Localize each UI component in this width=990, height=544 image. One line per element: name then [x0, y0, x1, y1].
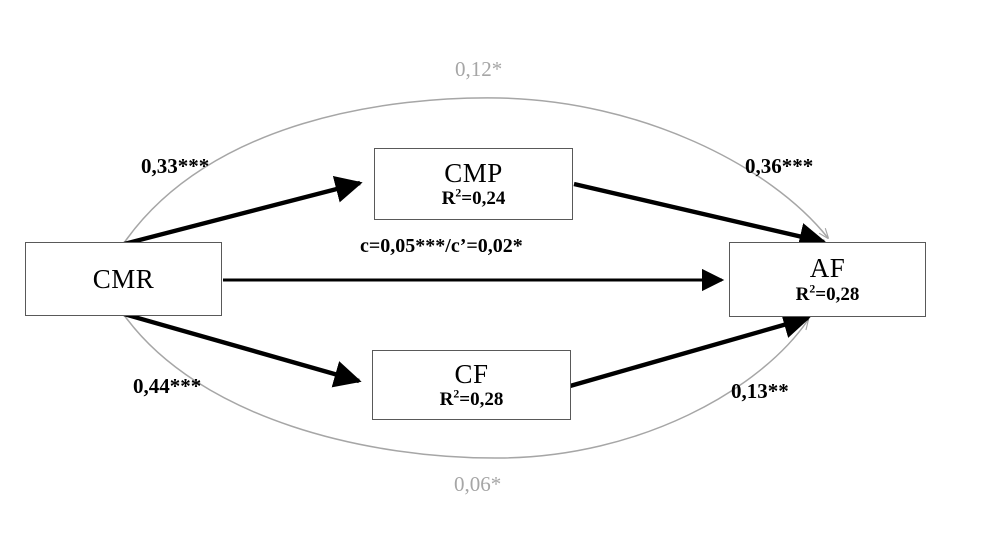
edge-label-cf-af: 0,13** [731, 379, 789, 403]
edge-label-cmr-cf: 0,44*** [133, 374, 202, 398]
r2-value: =0,24 [461, 188, 506, 210]
r2-value: =0,28 [459, 389, 504, 411]
node-cmp-r2: R2=0,24 [441, 186, 506, 210]
edge-label-cmp-af: 0,36*** [745, 154, 814, 178]
r2-prefix: R [441, 188, 456, 210]
node-af-r2: R2=0,28 [795, 282, 860, 305]
path-cf-af [569, 311, 811, 389]
path-cmr-cmp [123, 175, 363, 247]
node-af[interactable]: AF R2=0,28 [729, 242, 926, 317]
r2-exponent: 2 [455, 186, 462, 200]
node-cf[interactable]: CF R2=0,28 [372, 350, 571, 420]
edge-label-cmr-af-direct: c=0,05***/c’=0,02* [360, 235, 523, 257]
node-cmr-label: CMR [92, 263, 155, 294]
node-cf-label: CF [454, 358, 489, 389]
r2-prefix: R [795, 283, 810, 305]
path-cmr-af-upper [123, 97, 828, 244]
r2-value: =0,28 [815, 283, 860, 305]
node-cmr[interactable]: CMR [25, 242, 222, 316]
node-cf-r2: R2=0,28 [439, 387, 504, 411]
r2-prefix: R [439, 389, 454, 411]
r2-exponent: 2 [453, 387, 460, 401]
node-cmp-label: CMP [444, 157, 503, 188]
path-cmp-af [573, 181, 827, 250]
r2-exponent: 2 [809, 282, 816, 296]
path-cmr-af-lower [123, 314, 808, 459]
edge-label-cmr-cmp: 0,33*** [141, 154, 210, 178]
path-cmr-cf [123, 311, 362, 388]
node-af-label: AF [809, 253, 846, 284]
edge-label-cmr-af-lower: 0,06* [454, 472, 502, 496]
node-cmp[interactable]: CMP R2=0,24 [374, 148, 573, 220]
edge-label-cmr-af-upper: 0,12* [455, 57, 503, 81]
